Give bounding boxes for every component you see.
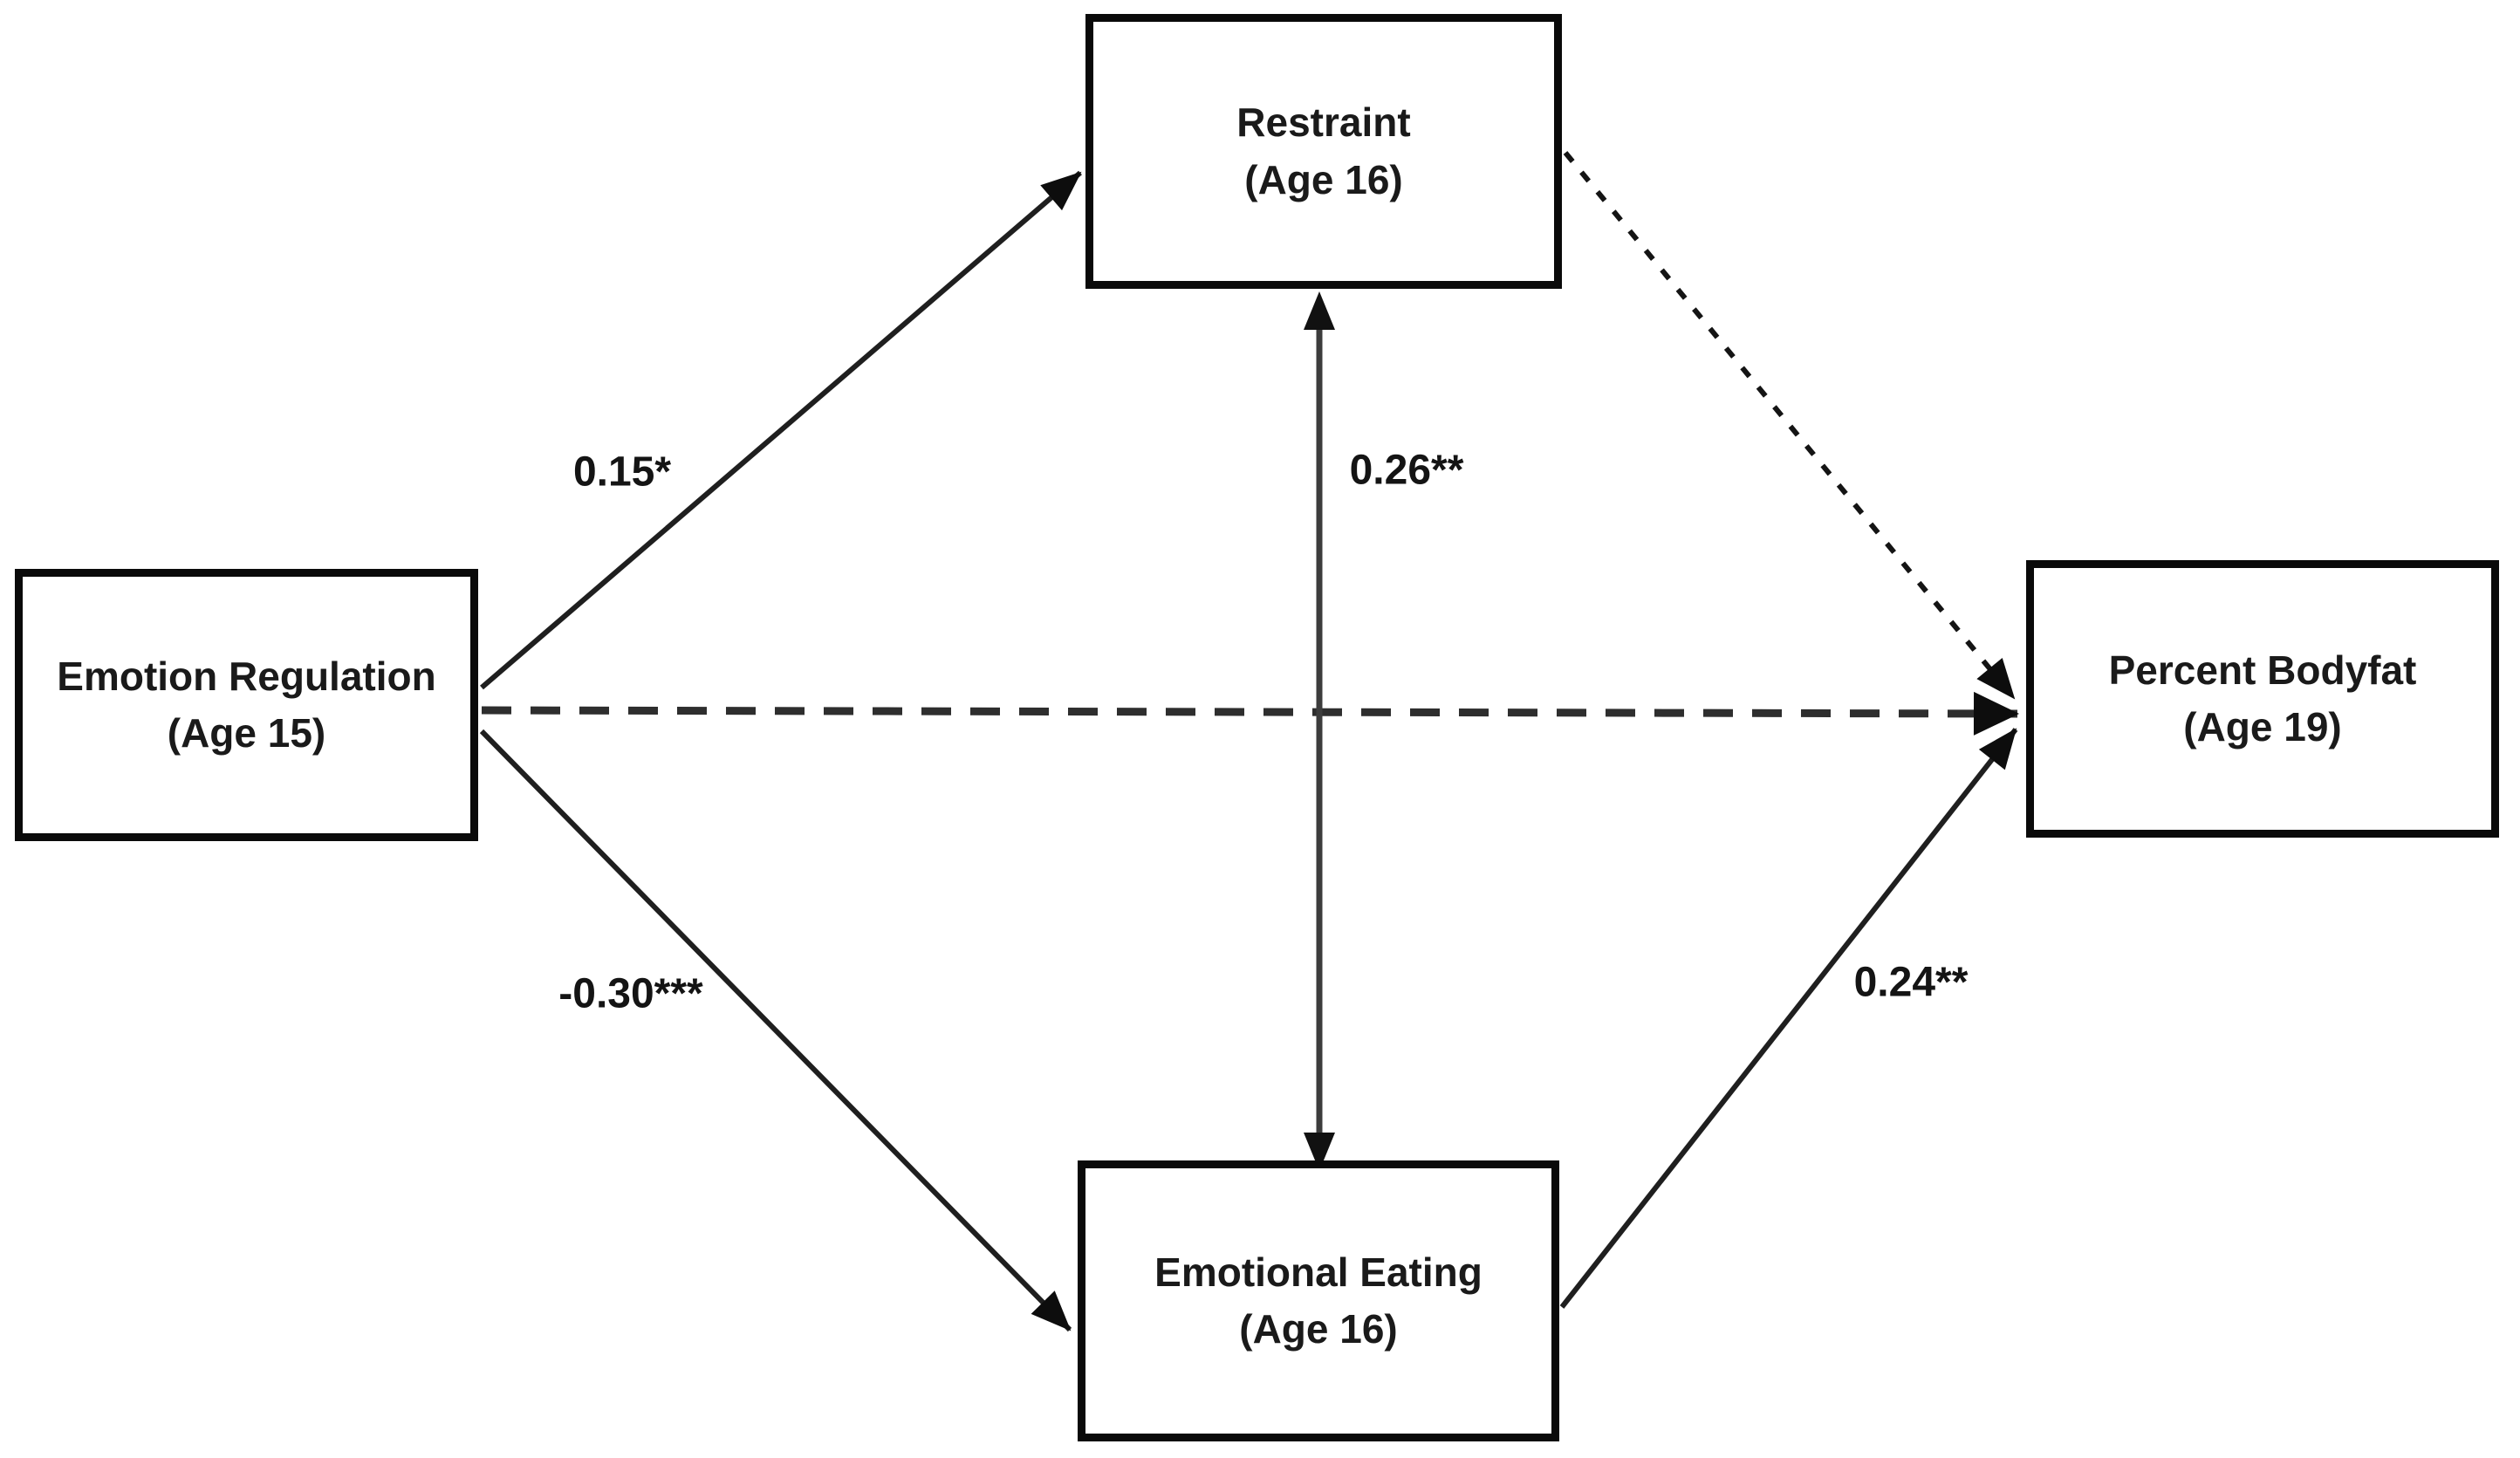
edge-er-to-percent-bodyfat: [481, 691, 2019, 736]
covariance-arrowhead-down: [1304, 1133, 1335, 1171]
node-restraint: Restraint (Age 16): [1085, 14, 1562, 289]
edge-er-to-emotional-eating: [479, 729, 1072, 1332]
node-restraint-subtitle: (Age 16): [1244, 156, 1403, 202]
coefficient-er-to-restraint: 0.15*: [572, 448, 672, 496]
node-percent-bodyfat: Percent Bodyfat (Age 19): [2026, 560, 2499, 838]
node-emotional-eating: Emotional Eating (Age 16): [1078, 1160, 1559, 1441]
node-restraint-title: Restraint: [1236, 99, 1411, 146]
node-emotion-regulation: Emotion Regulation (Age 15): [15, 569, 478, 841]
edge-restraint-to-percent-bodyfat: [1563, 151, 2017, 700]
coefficient-er-to-emotional-eating: -0.30***: [558, 970, 703, 1017]
edge-er-to-restraint: [480, 170, 1082, 690]
coefficient-restraint-ee-covariance: 0.26**: [1349, 447, 1464, 494]
node-emotion-regulation-subtitle: (Age 15): [167, 710, 326, 756]
covariance-arrowhead-up: [1304, 291, 1335, 330]
node-emotional-eating-title: Emotional Eating: [1154, 1249, 1483, 1295]
node-emotion-regulation-title: Emotion Regulation: [57, 653, 436, 699]
node-percent-bodyfat-title: Percent Bodyfat: [2108, 647, 2417, 693]
node-emotional-eating-subtitle: (Age 16): [1239, 1306, 1398, 1352]
edge-emotional-eating-to-percent-bodyfat: [1559, 728, 2018, 1309]
coefficient-emotional-eating-to-percent-bodyfat: 0.24**: [1853, 959, 1969, 1006]
node-percent-bodyfat-subtitle: (Age 19): [2183, 704, 2342, 750]
